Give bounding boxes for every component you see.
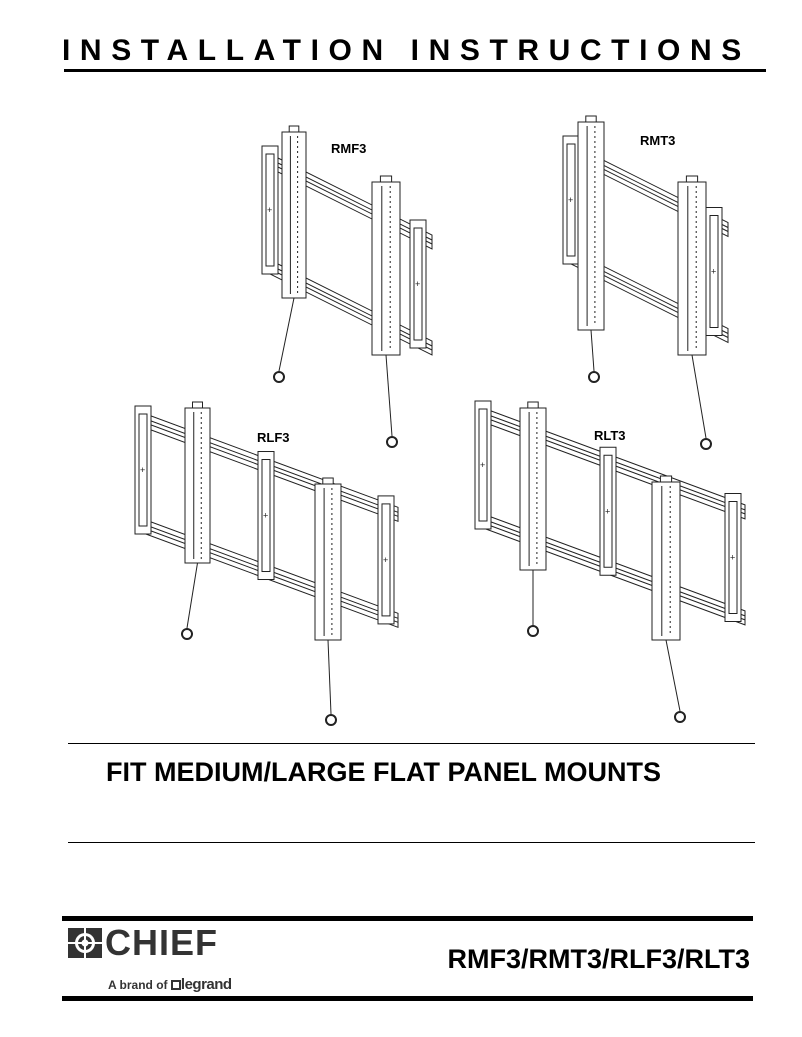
- plus-mark: +: [711, 267, 716, 277]
- plus-mark: +: [730, 553, 735, 563]
- plus-mark: +: [263, 511, 268, 521]
- arm-cap: [288, 125, 300, 133]
- pull-ring: [674, 711, 686, 723]
- label-rmf3: RMF3: [331, 141, 367, 156]
- chief-mark-icon: [68, 928, 102, 958]
- release-cable: [665, 639, 681, 712]
- vertical-arm: [184, 407, 211, 564]
- vertical-arm: [371, 181, 401, 356]
- pull-ring: [386, 436, 398, 448]
- title-underline: [64, 69, 766, 72]
- arm-cap: [659, 475, 673, 483]
- plate-slot: [603, 454, 613, 568]
- vertical-arm: [651, 481, 681, 641]
- arm-cap: [527, 401, 539, 409]
- pull-ring: [273, 371, 285, 383]
- plus-mark: +: [605, 506, 610, 516]
- plus-mark: +: [480, 460, 485, 470]
- model-numbers: RMF3/RMT3/RLF3/RLT3: [447, 944, 751, 974]
- arm-cap: [322, 477, 334, 485]
- label-rlf3: RLF3: [257, 430, 290, 445]
- arm-cap: [192, 401, 203, 409]
- plate-slot: [381, 503, 391, 617]
- release-cable: [186, 562, 198, 629]
- plate-slot: [709, 215, 719, 328]
- plate-slot: [566, 143, 576, 257]
- release-cable: [278, 297, 295, 372]
- footer-rule-bottom: [62, 996, 753, 1001]
- vertical-arm: [519, 407, 547, 571]
- label-rmt3: RMT3: [640, 133, 676, 148]
- release-cable: [327, 639, 332, 715]
- illustration-rlt3: + + +: [474, 400, 746, 723]
- plate-slot: [413, 227, 423, 341]
- plus-mark: +: [383, 555, 388, 565]
- release-cable: [385, 354, 393, 437]
- release-cable: [691, 354, 707, 439]
- pull-ring: [588, 371, 600, 383]
- plus-mark: +: [140, 465, 145, 475]
- plus-mark: +: [267, 205, 272, 215]
- divider-top: [68, 743, 755, 744]
- plus-mark: +: [568, 195, 573, 205]
- footer-rule-top: [62, 916, 753, 921]
- plate-slot: [261, 459, 271, 573]
- legrand-wordmark: legrand: [180, 976, 232, 993]
- plate-slot: [138, 413, 148, 527]
- plus-mark: +: [415, 279, 420, 289]
- pull-ring: [325, 714, 337, 726]
- document-title: INSTALLATION INSTRUCTIONS: [62, 34, 751, 67]
- product-subtitle: FIT MEDIUM/LARGE FLAT PANEL MOUNTS: [106, 757, 661, 787]
- divider-bottom: [68, 842, 755, 843]
- plate-slot: [265, 153, 275, 267]
- vertical-arm: [314, 483, 342, 641]
- mount-illustrations: ++++++++++: [134, 115, 746, 726]
- arm-cap: [585, 115, 597, 123]
- illustration-rmt3: ++: [562, 115, 729, 450]
- chief-logo: CHIEF: [68, 922, 218, 963]
- illustration-rlf3: + + +: [134, 401, 399, 726]
- legrand-mark-icon: [170, 980, 181, 990]
- label-rlt3: RLT3: [594, 428, 626, 443]
- pull-ring: [700, 438, 712, 450]
- brand-name: CHIEF: [105, 922, 218, 963]
- vertical-arm: [281, 131, 307, 299]
- pull-ring: [527, 625, 539, 637]
- vertical-arm: [577, 121, 605, 331]
- vertical-arm: [677, 181, 707, 356]
- plate-slot: [478, 408, 488, 522]
- release-cable: [590, 329, 595, 372]
- pull-ring: [181, 628, 193, 640]
- illustration-rmf3: ++: [261, 125, 433, 448]
- brand-tagline: A brand of legrand: [108, 976, 232, 993]
- tagline-text: A brand of: [108, 978, 168, 992]
- plate-slot: [728, 501, 738, 614]
- arm-cap: [685, 175, 699, 183]
- arm-cap: [379, 175, 393, 183]
